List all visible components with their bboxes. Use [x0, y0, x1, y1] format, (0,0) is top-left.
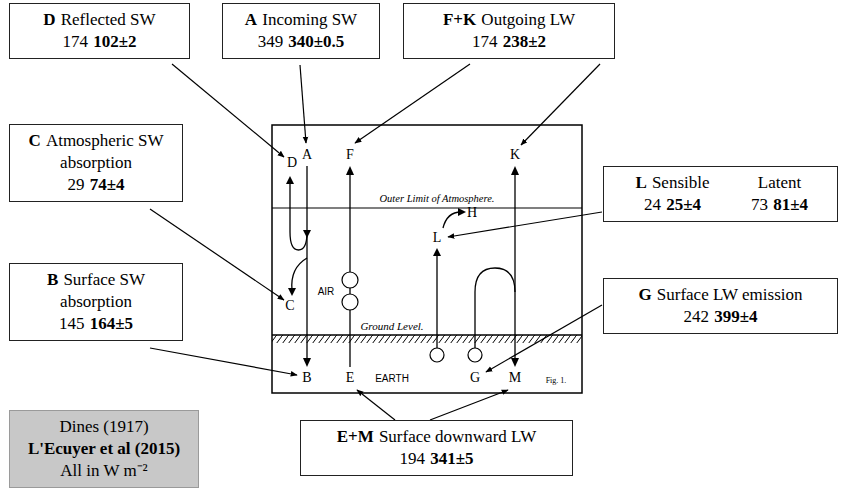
figure-frame: [272, 125, 582, 393]
callout-box: G Surface LW emission 242399±4: [603, 278, 838, 334]
figure-label: B: [302, 370, 311, 385]
callout-box: BSurface SW absorption145164±5: [9, 263, 183, 341]
text-row: 174102±2: [16, 31, 183, 53]
callout-text: D: [43, 10, 55, 29]
flux-arrowheads: [286, 166, 519, 367]
callout-text: 145: [59, 314, 85, 333]
callout-box: E+M Surface downward LW 194341±5: [300, 420, 573, 476]
callout-box: Dines (1917) L'Ecuyer et al (2015) All in …: [9, 410, 199, 488]
callout-text: 24: [644, 195, 661, 214]
callout-text: 194: [400, 449, 426, 468]
callout-text: Atmospheric SW absorption: [46, 131, 164, 172]
callout-text: 74±4: [90, 175, 125, 194]
callout-text: Outgoing LW: [481, 10, 575, 29]
text-row: L'Ecuyer et al (2015): [16, 438, 192, 460]
figure-label: AIR: [318, 286, 335, 297]
text-row: G Surface LW emission: [610, 284, 831, 306]
callout-text: Latent: [758, 173, 801, 192]
callout-text: 102±2: [93, 32, 136, 51]
text-cell: L Sensible: [614, 172, 732, 194]
callout-text: A: [245, 10, 257, 29]
callout-text: 399±4: [714, 307, 757, 326]
figure-label: K: [510, 147, 520, 162]
text-row: 29 74±4: [16, 174, 176, 196]
callout-text: L: [635, 173, 646, 192]
callout-text: G: [638, 285, 651, 304]
callout-text: C: [29, 131, 41, 150]
callout-text: 242: [684, 307, 710, 326]
callout-box: C Atmospheric SW absorption 29 74±4: [9, 124, 183, 202]
text-cell: 24 25±4: [614, 194, 732, 216]
figure-label: A: [302, 147, 312, 162]
callout-text: 174: [63, 32, 89, 51]
callout-text: Surface SW absorption: [60, 270, 145, 311]
text-cell: 73 81±4: [732, 194, 828, 216]
callout-text: 81±4: [773, 195, 808, 214]
callout-text: 73: [751, 195, 768, 214]
text-row: Dines (1917): [16, 416, 192, 438]
figure-label: C: [285, 298, 294, 313]
text-row: 145 164±5: [16, 313, 176, 335]
text-row: 349340±0.5: [229, 31, 373, 53]
text-row: E+M Surface downward LW: [307, 426, 566, 448]
flux-paths: [290, 166, 515, 367]
figure-label: EARTH: [375, 373, 409, 384]
figure-label: E: [346, 370, 355, 385]
figure-label: Fig. 1.: [546, 377, 567, 386]
figure-label: Ground Level.: [359, 320, 424, 332]
callout-text: 238±2: [503, 32, 546, 51]
figure-label: F: [346, 147, 354, 162]
text-cell: Latent: [732, 172, 828, 194]
figure-label: L: [433, 230, 442, 245]
text-row: A Incoming SW: [229, 9, 373, 31]
callout-text: 164±5: [90, 314, 133, 333]
text-row: 242399±4: [610, 306, 831, 328]
callout-text: Surface downward LW: [379, 427, 536, 446]
callout-text: Incoming SW: [262, 10, 357, 29]
callout-text: L'Ecuyer et al (2015): [28, 439, 180, 458]
callout-text: 25±4: [666, 195, 701, 214]
text-row: 24 25±4 73 81±4: [610, 194, 831, 216]
text-row: C Atmospheric SW absorption: [16, 130, 176, 174]
figure-label: G: [470, 370, 480, 385]
callout-box: D Reflected SW 174102±2: [9, 3, 190, 59]
figure-label: H: [467, 205, 477, 220]
callout-box: F+K Outgoing LW 174 238±2: [403, 3, 615, 59]
figure-label: Outer Limit of Atmosphere.: [379, 193, 496, 205]
callout-text: Reflected SW: [61, 10, 156, 29]
callout-text: 340±0.5: [288, 32, 344, 51]
text-row: L Sensible Latent: [610, 172, 831, 194]
text-row: All in W m⁻²: [16, 460, 192, 482]
callout-text: B: [47, 270, 58, 289]
callout-text: E+M: [337, 427, 374, 446]
figure-label: M: [509, 370, 521, 385]
figure-label: D: [287, 155, 297, 170]
text-row: 194341±5: [307, 448, 566, 470]
callout-text: 349: [258, 32, 284, 51]
callout-text: 341±5: [430, 449, 473, 468]
text-row: BSurface SW absorption: [16, 269, 176, 313]
callout-text: 174: [472, 32, 498, 51]
text-row: F+K Outgoing LW: [410, 9, 608, 31]
callout-box: L Sensible Latent 24 25±4 73 81±4: [603, 166, 838, 222]
particles: [342, 272, 482, 362]
leader-lines: [150, 64, 602, 420]
callout-text: F+K: [443, 10, 476, 29]
callout-text: 29: [68, 175, 85, 194]
callout-text: All in W m⁻²: [60, 461, 147, 480]
callout-text: Surface LW emission: [657, 285, 803, 304]
callout-text: Dines (1917): [59, 417, 148, 436]
callout-text: Sensible: [652, 173, 710, 192]
text-row: 174 238±2: [410, 31, 608, 53]
text-row: D Reflected SW: [16, 9, 183, 31]
callout-box: A Incoming SW 349340±0.5: [222, 3, 380, 59]
